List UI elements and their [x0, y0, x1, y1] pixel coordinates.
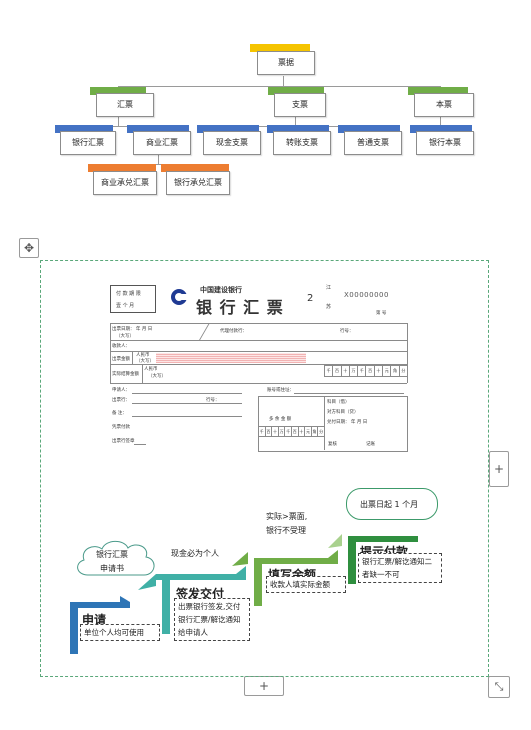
amount-security-pattern: [156, 353, 306, 363]
side-char-2: 苏: [326, 304, 332, 310]
step1-note: 单位个人均可使用: [80, 624, 160, 641]
amount-label: 出票金额: [112, 357, 130, 362]
org-node-huipiao[interactable]: 汇票: [96, 93, 154, 117]
sign-label: 出票行签章: [112, 439, 135, 444]
credit-label: 对方科目（贷）: [327, 410, 359, 415]
org-node-zhuanzhang-zhipiao[interactable]: 转账支票: [273, 131, 331, 155]
settle-rmb-caption: （大写）: [148, 374, 166, 379]
digit-cell: 百: [264, 427, 271, 436]
digit-cell: 百: [290, 427, 297, 436]
issue-date-caption: （大写）: [116, 334, 134, 339]
balance-label: 多 余 金 额: [269, 417, 292, 422]
digit-cell: 万: [277, 427, 284, 436]
rmb-caption: （大写）: [136, 359, 154, 364]
number-label: 第 号: [376, 311, 387, 316]
step1-title: 申请: [82, 613, 107, 627]
serial-number: X00000000: [344, 291, 389, 299]
digit-cell: 万: [348, 366, 357, 376]
org-node-zhipiao[interactable]: 支票: [274, 93, 326, 117]
org-node-yinhang-benpiao[interactable]: 银行本票: [416, 131, 474, 155]
applicant-label: 申请人：: [112, 388, 130, 393]
pay-date-label: 兑付日期： 年 月 日: [327, 420, 368, 425]
staircase-shapes: [70, 534, 418, 654]
step4-note: 银行汇票/解讫通知二者缺一不可: [358, 553, 442, 583]
settle-rmb-label: 人民币: [144, 367, 158, 372]
period-value: 壹 个 月: [116, 303, 135, 309]
remark-label: 备 注：: [112, 411, 127, 416]
add-column-button[interactable]: +: [489, 451, 509, 487]
payee-label: 收款人：: [112, 344, 130, 349]
bank-row-no-label: 行号：: [206, 398, 220, 403]
step2-title: 签发交付: [176, 587, 225, 601]
keep-label: 记账: [366, 442, 375, 447]
add-row-button[interactable]: +: [244, 676, 284, 696]
digit-cell: 十: [297, 427, 304, 436]
digit-cell: 百: [365, 366, 373, 376]
digit-cell: 分: [398, 366, 407, 376]
rmb-label: 人民币: [136, 353, 150, 358]
debit-label: 科目（借）: [327, 400, 350, 405]
page-number: 2: [307, 293, 314, 304]
side-char-1: 江: [326, 285, 332, 291]
digit-cell: 十: [271, 427, 277, 436]
digit-cell: 千: [326, 368, 331, 373]
image-frame[interactable]: [40, 260, 489, 677]
org-node-yinhang-huipiao[interactable]: 银行汇票: [60, 131, 116, 155]
bank-name: 中国建设银行: [200, 286, 242, 294]
account-label: 账号或住址：: [267, 388, 294, 393]
voucher-label: 凭票付款: [112, 425, 130, 430]
digit-cell: 元: [304, 427, 310, 436]
org-node-putong-zhipiao[interactable]: 普通支票: [344, 131, 402, 155]
digit-cell: 百: [332, 366, 340, 376]
note-actual: 实际>票面, 银行不受理: [266, 512, 308, 535]
digit-cell: 元: [382, 366, 390, 376]
org-node-yinhang-chengdui[interactable]: 银行承兑汇票: [166, 171, 230, 195]
digit-cell: 千: [357, 366, 365, 376]
settle-amount-label: 实际结算金额: [112, 372, 139, 377]
draft-title: 银 行 汇 票: [196, 298, 284, 317]
cloud-text: 银行汇票 申请书: [96, 550, 128, 573]
review-label: 复核: [328, 442, 337, 447]
bank-draft-form: 付 款 期 限 壹 个 月 中国建设银行 银 行 汇 票 2 江 苏 X0000…: [104, 276, 414, 456]
digit-cell: 十: [373, 366, 382, 376]
digit-cell: 分: [317, 427, 324, 436]
row-no-label: 行号：: [340, 329, 354, 334]
validity-bubble: [346, 488, 438, 520]
payee-bank-label: 代理付款行：: [220, 329, 247, 334]
issuing-bank-label: 出票行：: [112, 398, 130, 403]
period-label: 付 款 期 限: [116, 291, 141, 297]
org-node-xianjin-zhipiao[interactable]: 现金支票: [203, 131, 261, 155]
node-tab: [250, 44, 310, 52]
org-node-benpiao[interactable]: 本票: [414, 93, 474, 117]
digit-cell: 千: [259, 429, 264, 434]
org-node-shangye-huipiao[interactable]: 商业汇票: [133, 131, 191, 155]
org-root-node[interactable]: 票据: [257, 51, 315, 75]
digit-cell: 角: [390, 366, 398, 376]
move-handle-icon[interactable]: ✥: [19, 238, 39, 258]
issue-date-label: 出票日期： 年 月 日: [112, 327, 153, 332]
note-personal: 现金必为个人: [171, 549, 219, 558]
ccb-logo-icon: [171, 289, 188, 305]
digit-cell: 十: [340, 366, 349, 376]
org-node-shangye-chengdui[interactable]: 商业承兑汇票: [93, 171, 157, 195]
step2-note: 出票银行签发,交付银行汇票/解讫通知给申请人: [174, 598, 250, 641]
step3-note: 收款人填实际金额: [266, 576, 346, 593]
validity-text: 出票日起 1 个月: [360, 500, 419, 509]
resize-handle-icon[interactable]: ⤡: [488, 676, 510, 698]
digit-cell: 千: [284, 427, 291, 436]
digit-cell: 角: [310, 427, 317, 436]
cloud-shape: [77, 540, 155, 576]
digit-grid: 千百十万千百十元角分: [324, 365, 408, 377]
settlement-box: [258, 396, 408, 452]
balance-digit-grid: 千百十万千百十元角分: [259, 426, 324, 437]
